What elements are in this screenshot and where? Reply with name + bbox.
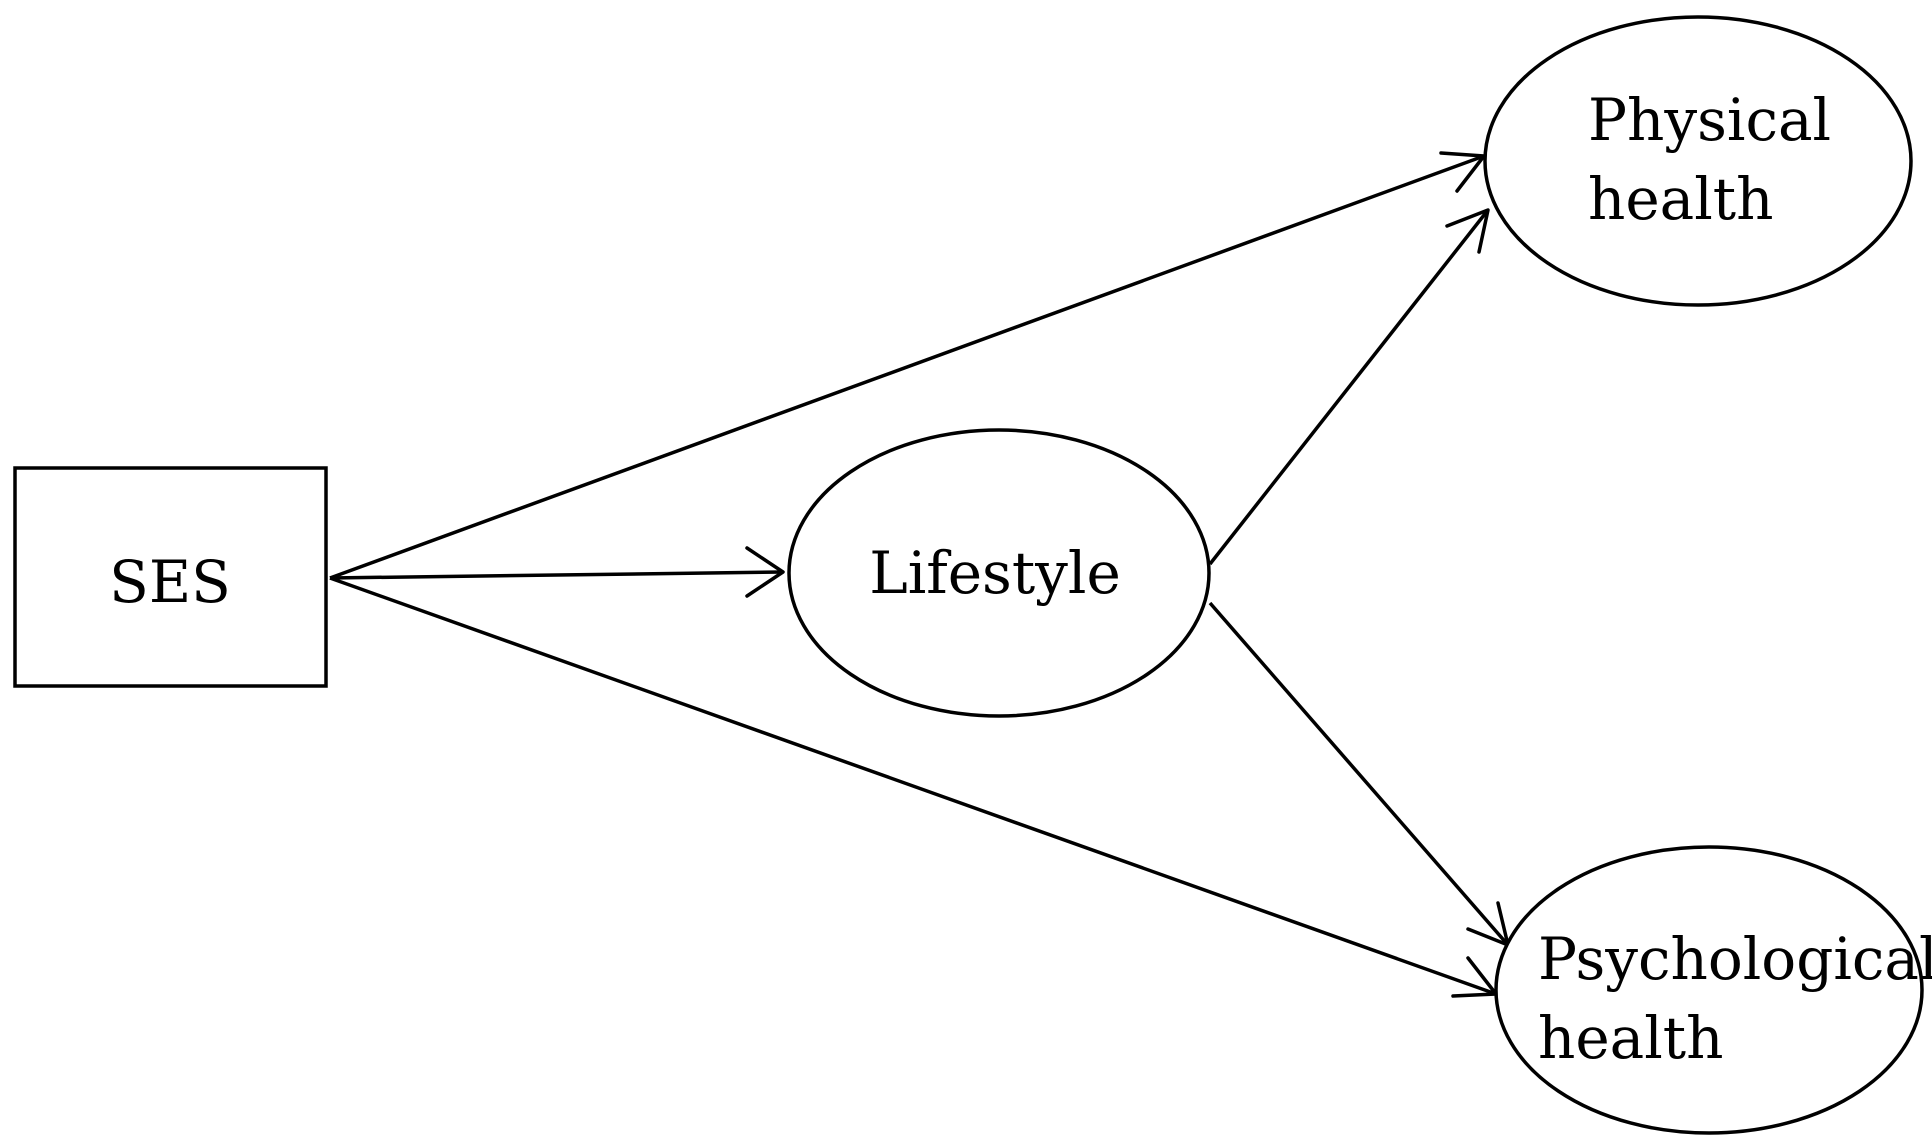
psychological-health-label-line-1: Psychological [1538,925,1932,993]
edge-ses-psychological [329,576,1497,996]
edges [329,151,1510,998]
edge-lifestyle-physical [1208,208,1490,566]
ses-box [13,466,328,688]
edge-lifestyle-psychological [1208,601,1510,947]
node-psychological-health: Psychological health [1494,845,1932,1135]
physical-health-label-line-1: Physical [1588,86,1831,154]
lifestyle-ellipse [787,428,1211,718]
lifestyle-label: Lifestyle [869,539,1121,607]
node-lifestyle: Lifestyle [787,428,1211,718]
edge-ses-physical [329,154,1485,580]
node-ses: SES [13,466,328,688]
arrowhead-ses-lifestyle [745,546,785,598]
node-physical-health: Physical health [1483,15,1913,307]
ses-label: SES [109,548,231,616]
physical-health-ellipse [1483,15,1913,307]
arrowhead-lifestyle-physical [1445,208,1490,254]
psychological-health-label-line-2: health [1538,1004,1723,1072]
physical-health-label-line-2: health [1588,165,1773,233]
edge-ses-lifestyle [329,570,784,580]
psychological-health-ellipse [1494,845,1924,1135]
